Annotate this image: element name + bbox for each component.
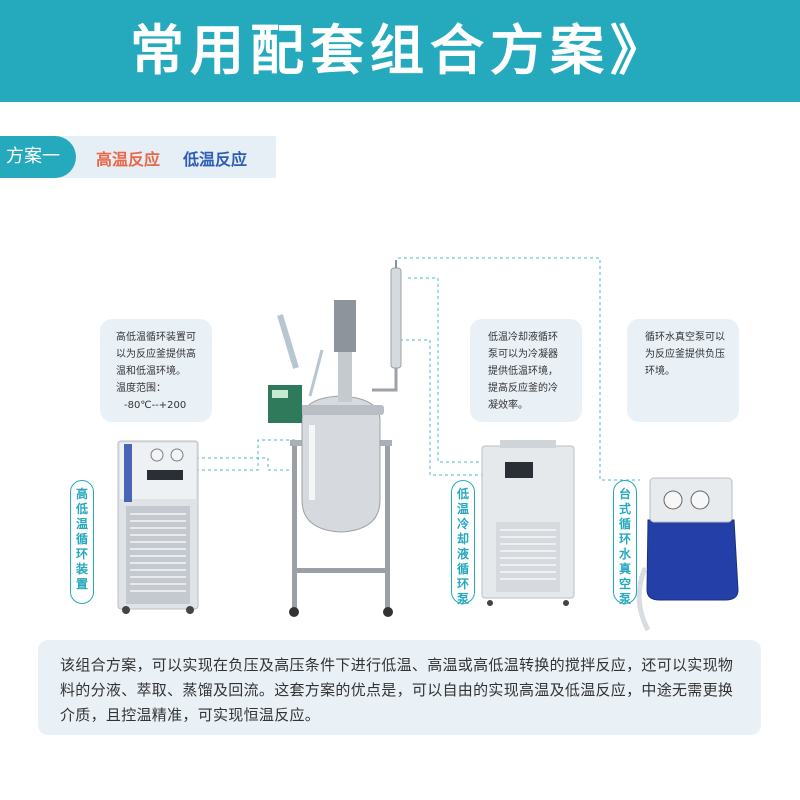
low-temp-tag: 低温反应	[183, 150, 248, 169]
callout-text: 低温冷却液循环	[488, 332, 558, 343]
callout-text: 高低温循环装置可	[116, 332, 196, 343]
callout-text: 提供低温环境，	[488, 366, 558, 377]
circulator-machine	[117, 440, 199, 614]
chiller-callout: 低温冷却液循环 泵可以为冷凝器 提供低温环境， 提高反应釜的冷 凝效率。	[470, 319, 582, 422]
callout-text: 循环水真空泵可以	[645, 332, 725, 343]
page-title: 常用配套组合方案》	[130, 19, 670, 82]
header-banner: 常用配套组合方案》	[0, 0, 800, 102]
chiller-label: 低温冷却液循环泵	[451, 480, 475, 606]
circulator-label: 高低温循环装置	[70, 480, 94, 604]
callout-text: 凝效率。	[488, 400, 528, 411]
high-temp-tag: 高温反应	[96, 150, 161, 169]
vacuum-callout: 循环水真空泵可以 为反应釜提供负压 环境。	[627, 319, 739, 422]
callout-text: 泵可以为冷凝器	[488, 349, 558, 360]
chiller-machine	[481, 440, 575, 606]
callout-text: 温和低温环境。	[116, 366, 186, 377]
description-panel: 该组合方案，可以实现在负压及高压条件下进行低温、高温或高低温转换的搅拌反应，还可…	[38, 640, 761, 735]
circulator-callout: 高低温循环装置可 以为反应釜提供高 温和低温环境。 温度范围： -80℃--+2…	[100, 319, 212, 422]
vacuum-pump-machine	[636, 477, 739, 632]
vacuum-label: 台式循环水真空泵	[613, 480, 637, 606]
callout-text: 温度范围：	[116, 383, 166, 394]
callout-text: -80℃--+200	[124, 400, 187, 411]
callout-text: 以为反应釜提供高	[116, 349, 196, 360]
condenser-column	[372, 260, 402, 392]
reactor-vessel	[268, 300, 393, 617]
scheme-label: 方案一	[0, 136, 76, 178]
callout-text: 环境。	[645, 366, 675, 377]
callout-text: 为反应釜提供负压	[645, 349, 725, 360]
callout-text: 提高反应釜的冷	[488, 383, 558, 394]
